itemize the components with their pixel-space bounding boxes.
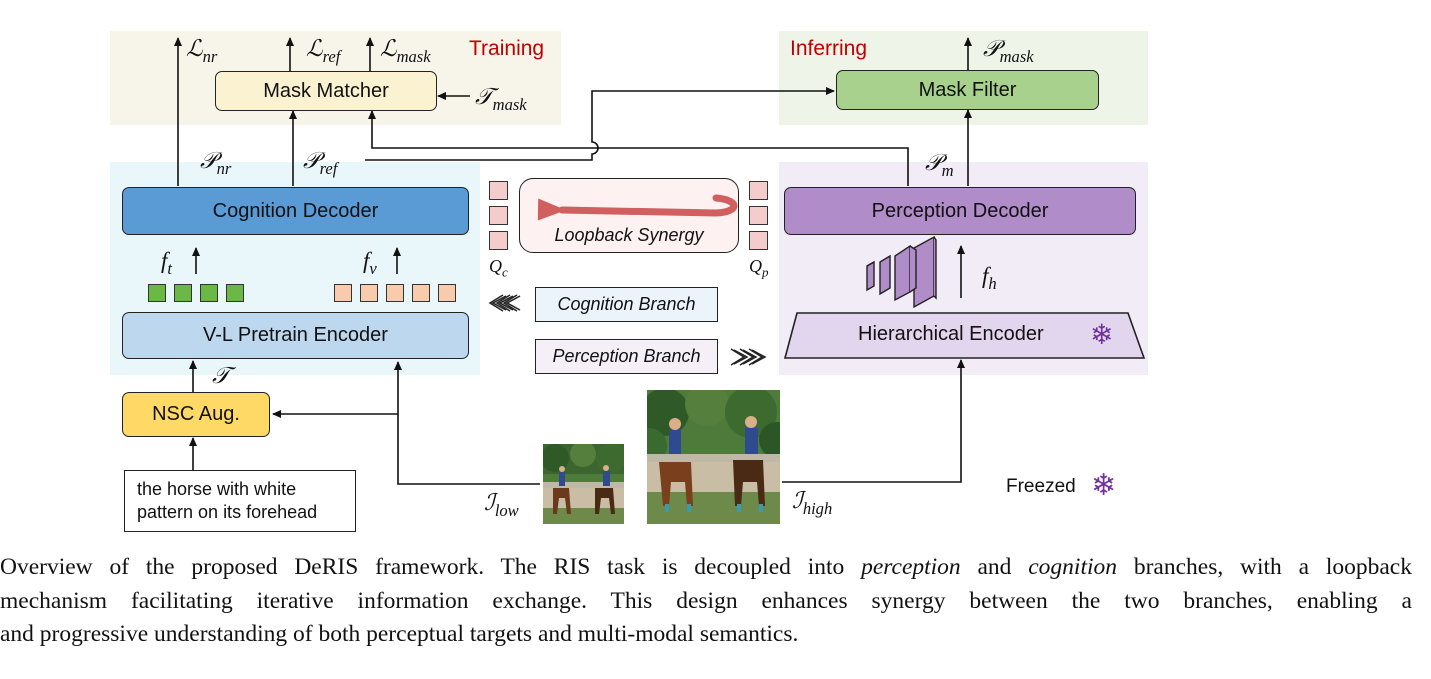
hierarchical-encoder-label: Hierarchical Encoder (858, 323, 1044, 345)
text-t-label: 𝒯 (212, 363, 230, 388)
perception-decoder-box: Perception Decoder (784, 187, 1136, 235)
cognition-branch-box: Cognition Branch (535, 287, 718, 322)
perception-query-token (749, 231, 768, 250)
mask-filter-box: Mask Filter (836, 70, 1099, 110)
caption-line-2: mechanism facilitating iterative informa… (0, 587, 1412, 614)
inferring-label: Inferring (790, 37, 868, 60)
perception-query-token (749, 206, 768, 225)
horse-photo-high (647, 390, 780, 524)
training-label: Training (469, 37, 545, 60)
cognition-branch-label: Cognition Branch (557, 294, 696, 314)
text-token (174, 284, 192, 302)
vl-pretrain-encoder-box: V-L Pretrain Encoder (122, 312, 469, 359)
horse-photo-low (543, 444, 624, 524)
pred-ref-label: 𝒫ref (303, 148, 338, 178)
query-p-label: Qp (749, 256, 769, 280)
text-input-line-2: pattern on its forehead (137, 502, 318, 522)
snowflake-icon: ❄ (1091, 468, 1117, 503)
caption-line-1: Overview of the proposed DeRIS framework… (0, 554, 1412, 580)
cognition-direction-icon (488, 294, 521, 312)
perception-direction-icon (730, 348, 767, 366)
text-token (226, 284, 244, 302)
text-token (200, 284, 218, 302)
pred-mask-label: 𝒫mask (983, 36, 1034, 66)
figure-caption: Overview of the proposed DeRIS framework… (0, 551, 1412, 652)
freezed-legend-label: Freezed (1006, 476, 1076, 497)
visual-token (334, 284, 352, 302)
query-c-label: Qc (489, 256, 508, 280)
loopback-synergy-label: Loopback Synergy (554, 225, 704, 245)
low-res-image (543, 444, 624, 524)
loss-mask-label: ℒmask (380, 36, 431, 66)
feature-t-label: ft (161, 248, 172, 278)
hierarchical-features-icon (866, 235, 937, 309)
pred-m-label: 𝒫m (925, 150, 954, 180)
caption-line-3: and progressive understanding of both pe… (0, 621, 799, 647)
loss-nr-label: ℒnr (186, 36, 218, 66)
feature-h-label: fh (982, 263, 997, 293)
visual-token (438, 284, 456, 302)
high-res-image (647, 390, 780, 524)
cognition-query-token (489, 181, 508, 200)
nsc-aug-box: NSC Aug. (122, 392, 270, 437)
visual-token (386, 284, 404, 302)
text-input-line-1: the horse with white (137, 479, 297, 499)
text-input-box: the horse with white pattern on its fore… (124, 470, 356, 532)
image-low-label: ℐlow (484, 490, 519, 520)
visual-token (412, 284, 430, 302)
perception-branch-box: Perception Branch (535, 339, 718, 374)
target-mask-label: 𝒯mask (475, 84, 527, 114)
loopback-synergy-box: Loopback Synergy (519, 178, 739, 253)
mask-matcher-box: Mask Matcher (215, 71, 437, 111)
pred-nr-label: 𝒫nr (200, 148, 232, 178)
loss-ref-label: ℒref (306, 36, 341, 66)
visual-token (360, 284, 378, 302)
text-token (148, 284, 166, 302)
image-high-label: ℐhigh (792, 488, 833, 518)
feature-v-label: fv (363, 248, 377, 278)
snowflake-icon: ❄ (1090, 318, 1114, 351)
perception-query-token (749, 181, 768, 200)
cognition-query-token (489, 206, 508, 225)
cognition-decoder-box: Cognition Decoder (122, 187, 469, 235)
cognition-query-token (489, 231, 508, 250)
perception-branch-label: Perception Branch (552, 346, 701, 366)
